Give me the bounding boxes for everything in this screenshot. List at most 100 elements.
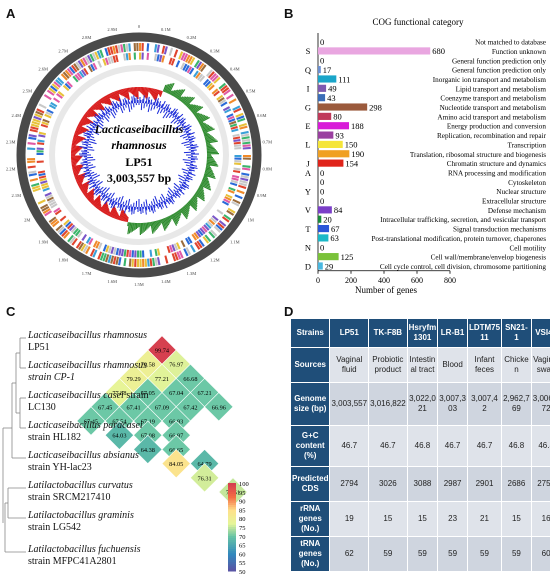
gc-skew-bar: [144, 222, 147, 231]
gc-skew-bar: [126, 87, 130, 100]
gene-feature: [31, 185, 41, 190]
gc-skew-bar: [192, 196, 198, 202]
gc-skew-bar: [80, 119, 88, 125]
gc-content-bar: [168, 197, 174, 205]
gc-skew-bar: [157, 220, 160, 227]
gene-feature: [161, 55, 166, 63]
gene-feature: [204, 234, 212, 242]
gc-skew-bar: [87, 193, 95, 201]
gc-skew-bar: [206, 162, 218, 166]
gc-content-bar: [172, 108, 178, 116]
gene-feature: [68, 224, 76, 232]
gc-content-bar: [144, 206, 147, 215]
gc-skew-bar: [123, 213, 127, 222]
gc-skew-bar: [145, 222, 148, 230]
ring-tick-label: 2.9M: [107, 27, 117, 32]
bar-value-label: 298: [369, 102, 382, 112]
table-cell: 15: [368, 501, 408, 537]
gene-feature: [217, 96, 225, 103]
gc-skew-bar: [124, 88, 128, 99]
gc-skew-bar: [206, 160, 216, 163]
gc-skew-bar: [98, 99, 102, 104]
gc-content-bar: [122, 99, 126, 106]
gc-skew-bar: [176, 89, 184, 99]
gene-feature: [82, 57, 89, 66]
gene-feature: [164, 255, 169, 264]
table-cell: Vaginal swab: [530, 347, 550, 383]
gene-feature: [217, 222, 225, 229]
gene-feature: [231, 177, 239, 182]
gc-content-bar: [185, 138, 189, 141]
gc-content-bar: [188, 171, 193, 174]
category-letter: S: [306, 46, 311, 56]
gc-skew-bar: [177, 89, 186, 100]
gc-content-bar: [110, 108, 113, 111]
gene-feature: [36, 152, 44, 155]
gc-content-bar: [177, 119, 181, 122]
gc-content-bar: [102, 195, 108, 202]
gc-content-bar: [150, 205, 153, 211]
gc-skew-bar: [77, 180, 84, 185]
gc-content-bar: [101, 187, 107, 193]
gc-skew-bar: [110, 207, 116, 218]
gene-feature: [199, 75, 206, 83]
gc-skew-bar: [79, 120, 87, 126]
bar-value-label: 0: [320, 168, 324, 178]
bar-value-label: 188: [351, 121, 364, 131]
bar: [318, 253, 339, 261]
gene-feature: [216, 94, 224, 101]
gc-skew-bar: [154, 89, 159, 101]
gc-content-bar: [115, 101, 120, 108]
bar-value-label: 150: [345, 140, 358, 150]
gc-content-bar: [185, 129, 192, 133]
gc-skew-bar: [195, 113, 201, 118]
gc-content-bar: [172, 193, 177, 199]
gc-skew-bar: [175, 211, 181, 219]
ring-tick-label: 1.9M: [38, 239, 48, 244]
gc-skew-bar: [115, 213, 119, 220]
gene-feature: [171, 244, 176, 252]
gene-feature: [234, 155, 242, 158]
gc-content-bar: [92, 122, 97, 126]
gc-skew-bar: [90, 199, 95, 204]
inner-background: [55, 71, 223, 239]
gc-content-bar: [176, 115, 180, 120]
gc-content-bar: [84, 140, 89, 143]
scale-swatch: [228, 489, 236, 493]
heatmap-value: 64.38: [141, 447, 155, 454]
x-axis-label: Number of genes: [355, 285, 417, 295]
gene-feature: [242, 146, 251, 150]
gc-skew-bar: [112, 210, 118, 219]
gene-feature: [233, 167, 241, 171]
gc-content-bar: [158, 101, 162, 107]
gc-skew-bar: [198, 186, 204, 190]
gene-feature: [240, 177, 249, 182]
heatmap-value: 84.05: [169, 461, 183, 468]
gc-content-bar: [89, 176, 93, 179]
gc-skew-bar: [204, 136, 213, 140]
x-tick-label: 800: [444, 276, 456, 285]
gc-content-bar: [188, 139, 193, 142]
gc-skew-bar: [149, 222, 151, 227]
gc-content-bar: [188, 168, 195, 172]
gc-content-bar: [105, 192, 109, 196]
table-cell: 15: [501, 501, 532, 537]
gc-content-bar: [89, 123, 96, 128]
gene-feature: [234, 157, 242, 160]
gene-feature: [195, 230, 202, 238]
gene-feature: [197, 229, 204, 236]
gc-content-bar: [190, 147, 196, 150]
gc-content-bar: [82, 172, 91, 176]
gene-feature: [171, 253, 177, 262]
gc-skew-bar: [76, 177, 85, 183]
gc-skew-bar: [120, 210, 125, 221]
gene-feature: [48, 104, 57, 110]
gc-skew-bar: [86, 192, 95, 200]
category-letter: L: [305, 140, 310, 150]
scale-swatch: [228, 524, 236, 528]
gene-feature: [213, 90, 220, 97]
heatmap-cell: [161, 448, 191, 479]
gc-skew-bar: [202, 127, 214, 133]
gc-skew-bar: [78, 180, 90, 188]
